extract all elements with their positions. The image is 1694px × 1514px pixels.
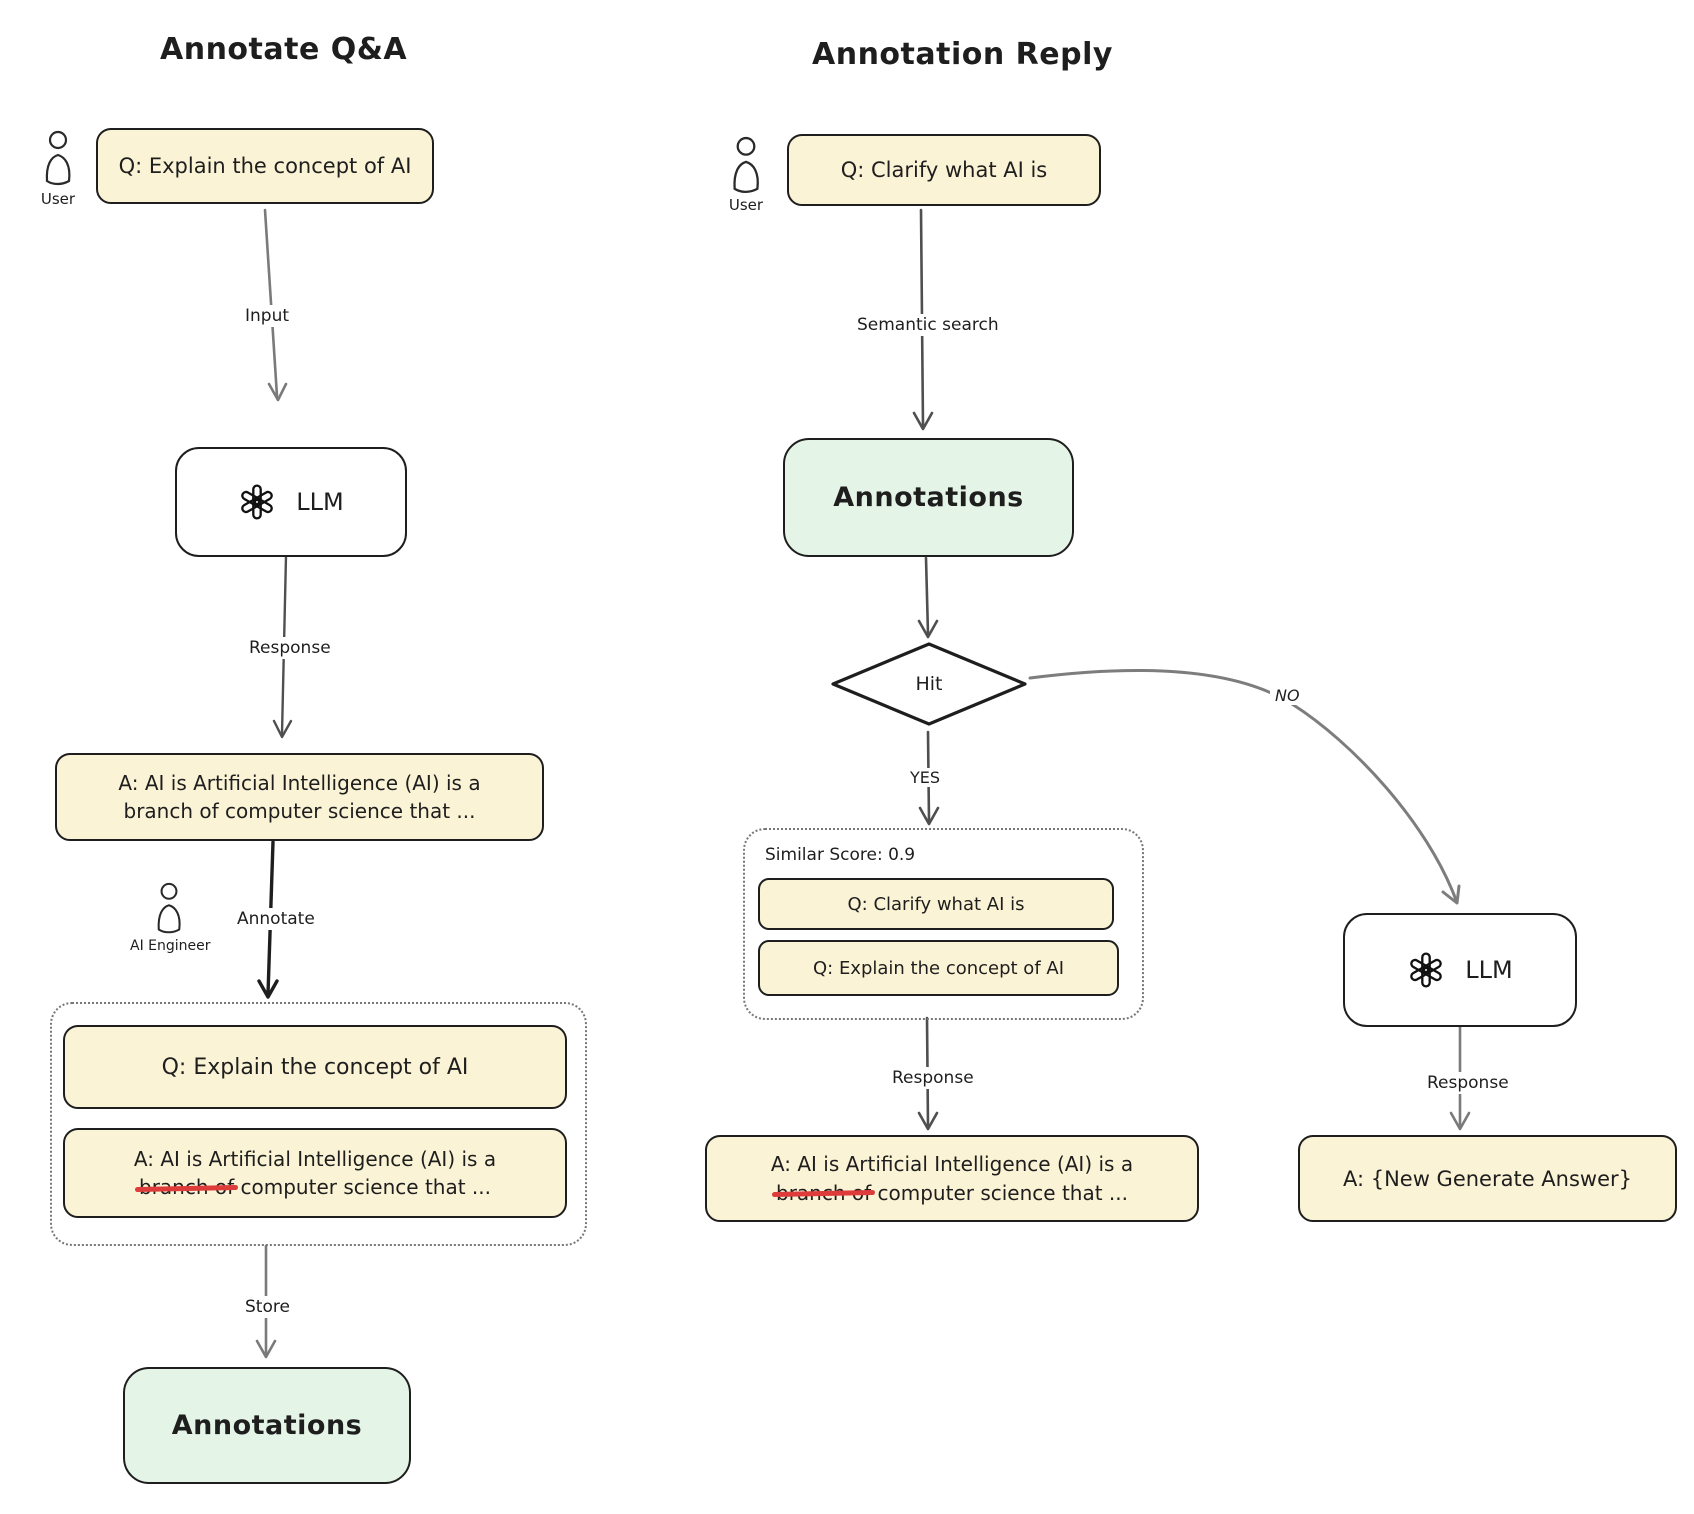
reply-answer-line1: A: AI is Artificial Intelligence (AI) is… — [770, 1152, 1134, 1177]
annotated-answer-struck-text: branch of — [139, 1173, 234, 1201]
response-arrow-label-right: Response — [1420, 1072, 1516, 1094]
new-answer-text: A: {New Generate Answer} — [1342, 1166, 1633, 1191]
ai-engineer-icon-label: AI Engineer — [130, 938, 211, 954]
annotated-question-text: Q: Explain the concept of AI — [161, 1054, 469, 1080]
question-box-left-text: Q: Explain the concept of AI — [118, 154, 412, 178]
question-box-right-text: Q: Clarify what AI is — [840, 158, 1048, 182]
reply-answer-box: A: AI is Artificial Intelligence (AI) is… — [705, 1135, 1199, 1222]
response-arrow-label-middle: Response — [885, 1067, 981, 1089]
match-question-2-text: Q: Explain the concept of AI — [812, 957, 1064, 979]
match-question-box-2: Q: Explain the concept of AI — [758, 940, 1119, 996]
annotated-question-box: Q: Explain the concept of AI — [63, 1025, 567, 1109]
answer-box-left: A: AI is Artificial Intelligence (AI) is… — [55, 753, 544, 841]
annotated-answer-line1: A: AI is Artificial Intelligence (AI) is… — [133, 1146, 497, 1171]
match-results-container — [743, 828, 1144, 1020]
llm-box-right: LLM — [1343, 913, 1577, 1027]
annotations-store-left-label: Annotations — [171, 1410, 363, 1441]
arrow-input — [263, 208, 288, 402]
answer-box-left-line2: branch of computer science that ... — [123, 799, 476, 823]
arrow-annotations-to-hit — [917, 556, 939, 639]
llm-box-left-label: LLM — [296, 488, 344, 516]
annotations-store-right: Annotations — [783, 438, 1074, 557]
similar-score-label: Similar Score: 0.9 — [765, 845, 916, 865]
openai-logo-icon — [238, 483, 276, 521]
llm-box-right-label: LLM — [1465, 956, 1513, 984]
annotation-pair-container — [50, 1002, 587, 1246]
store-arrow-label: Store — [238, 1296, 297, 1318]
question-box-left: Q: Explain the concept of AI — [96, 128, 434, 204]
annotated-answer-rest-text: computer science that ... — [240, 1175, 491, 1199]
annotate-arrow-label: Annotate — [230, 908, 322, 930]
user-icon-label: User — [40, 190, 76, 208]
annotations-store-right-label: Annotations — [833, 482, 1024, 513]
annotated-answer-box: A: AI is Artificial Intelligence (AI) is… — [63, 1128, 567, 1218]
ai-engineer-icon — [150, 882, 188, 936]
response-arrow-label-left: Response — [242, 637, 338, 659]
hit-decision-label: Hit — [915, 673, 943, 695]
input-arrow-label: Input — [238, 305, 297, 327]
new-answer-box: A: {New Generate Answer} — [1298, 1135, 1677, 1222]
user-icon-right-label: User — [728, 196, 764, 214]
llm-box-left: LLM — [175, 447, 407, 557]
openai-logo-icon-right — [1407, 951, 1445, 989]
match-question-1-text: Q: Clarify what AI is — [847, 893, 1025, 915]
user-icon-right — [725, 136, 767, 196]
annotations-store-left: Annotations — [123, 1367, 411, 1484]
user-icon — [38, 130, 78, 188]
semantic-search-arrow-label: Semantic search — [850, 314, 1006, 336]
right-flow-title: Annotation Reply — [812, 37, 1113, 72]
reply-answer-struck-text: branch of — [776, 1179, 871, 1207]
left-flow-title: Annotate Q&A — [160, 32, 408, 67]
match-question-box-1: Q: Clarify what AI is — [758, 878, 1114, 930]
hit-decision-diamond — [830, 641, 1028, 727]
question-box-right: Q: Clarify what AI is — [787, 134, 1101, 206]
no-branch-label: NO — [1270, 686, 1305, 705]
answer-box-left-line1: A: AI is Artificial Intelligence (AI) is… — [118, 770, 481, 795]
yes-branch-label: YES — [905, 768, 946, 787]
reply-answer-rest-text: computer science that ... — [877, 1180, 1128, 1205]
